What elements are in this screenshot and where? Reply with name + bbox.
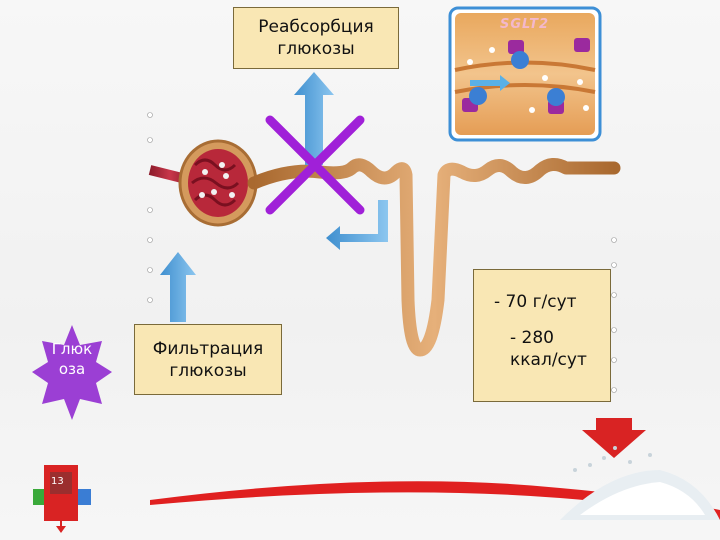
star-diamond-icon [32,325,112,420]
renal-tubule [247,158,621,357]
bottom-swoosh [150,481,720,520]
filtration-line-1: Фильтрация [152,338,264,359]
excretion-stats-box: - 70 г/сут - 280 ккал/сут [473,269,611,402]
stat-grams: - 70 г/сут [494,292,577,312]
filtration-label-box: Фильтрация глюкозы [134,324,282,395]
sglt2-inset [448,6,602,142]
filtration-line-2: глюкозы [169,360,247,381]
reabsorption-label-box: Реабсорбция глюкозы [233,7,399,69]
slide-number: 13 [51,476,64,487]
reabsorption-arrow [294,72,334,165]
return-arrow [326,200,388,250]
cross-icon [265,115,365,215]
urine-arrow [582,418,646,458]
sglt2-title: SGLT2 [500,17,550,32]
filtration-arrow [160,252,196,322]
glucose-label: Глюк оза [36,339,108,379]
glucose-line-2: оза [58,360,86,378]
stat-calories: - 280 [510,328,554,348]
logo-squares [33,465,91,533]
reabsorption-line-2: глюкозы [277,39,355,59]
stat-calories-unit: ккал/сут [510,350,587,370]
glucose-line-1: Глюк [51,340,93,358]
reabsorption-line-1: Реабсорбция [258,17,374,37]
